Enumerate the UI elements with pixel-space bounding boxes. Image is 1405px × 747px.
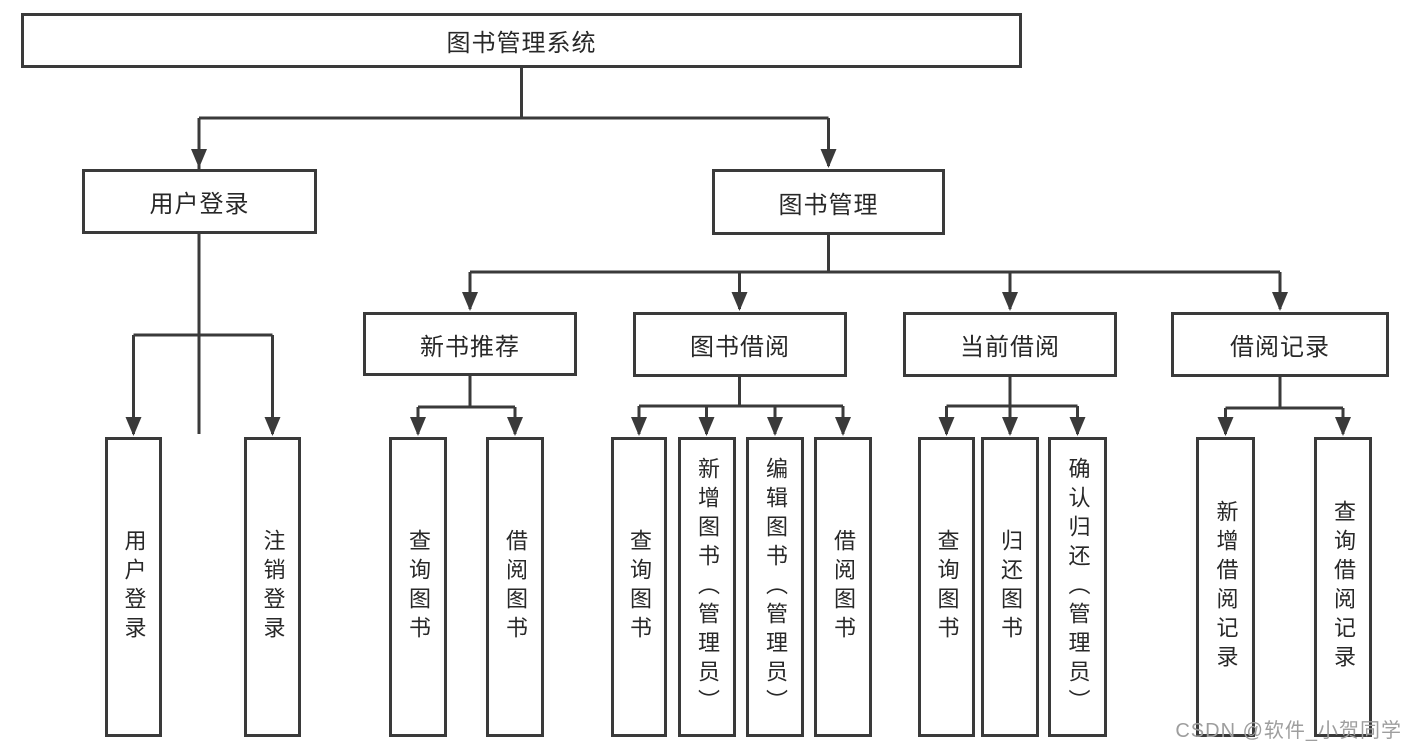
leaf-add-books-admin: 新增图书（管理员） — [678, 437, 736, 737]
arrow-cb1 — [938, 417, 955, 436]
arrow-bb3 — [767, 417, 783, 436]
leaf-borrow-query-books: 查询图书 — [611, 437, 667, 737]
arrow-bb1 — [631, 417, 647, 436]
arrow-borrow — [731, 292, 748, 311]
leaf-newrec-borrow-books: 借阅图书 — [486, 437, 544, 737]
arrow-login-leaf — [125, 417, 142, 436]
leaf-edit-books-admin: 编辑图书（管理员） — [746, 437, 804, 737]
node-new-book-recommend: 新书推荐 — [363, 312, 577, 376]
node-book-borrow: 图书借阅 — [633, 312, 847, 377]
node-current-borrow: 当前借阅 — [903, 312, 1117, 377]
node-borrow-records: 借阅记录 — [1171, 312, 1389, 377]
arrow-new-rec — [462, 292, 478, 311]
arrow-cb3 — [1069, 417, 1086, 436]
arrow-logout-leaf — [264, 417, 281, 436]
arrow-br2 — [1335, 417, 1351, 436]
node-book-management: 图书管理 — [712, 169, 945, 235]
arrow-records — [1272, 292, 1288, 311]
arrow-book-mgmt — [820, 149, 837, 168]
leaf-current-query-books: 查询图书 — [918, 437, 975, 737]
arrow-bb4 — [835, 417, 851, 436]
csdn-watermark: CSDN @软件_小贺同学 — [1175, 720, 1402, 742]
leaf-user-login: 用户登录 — [105, 437, 162, 737]
arrow-user-login — [191, 149, 207, 168]
arrow-cb2 — [1002, 417, 1018, 436]
node-user-login: 用户登录 — [82, 169, 317, 234]
leaf-confirm-return-admin: 确认归还（管理员） — [1048, 437, 1107, 737]
leaf-newrec-query-books: 查询图书 — [389, 437, 447, 737]
node-root-system: 图书管理系统 — [21, 13, 1022, 68]
leaf-return-books: 归还图书 — [981, 437, 1039, 737]
arrow-bb2 — [698, 417, 715, 436]
leaf-query-borrow-record: 查询借阅记录 — [1314, 437, 1372, 737]
leaf-add-borrow-record: 新增借阅记录 — [1196, 437, 1255, 737]
arrow-nr-borrow — [507, 417, 523, 436]
arrow-current — [1002, 292, 1018, 311]
arrow-br1 — [1217, 417, 1234, 436]
leaf-logout: 注销登录 — [244, 437, 301, 737]
leaf-borrow-books: 借阅图书 — [814, 437, 872, 737]
arrow-nr-query — [410, 417, 426, 436]
